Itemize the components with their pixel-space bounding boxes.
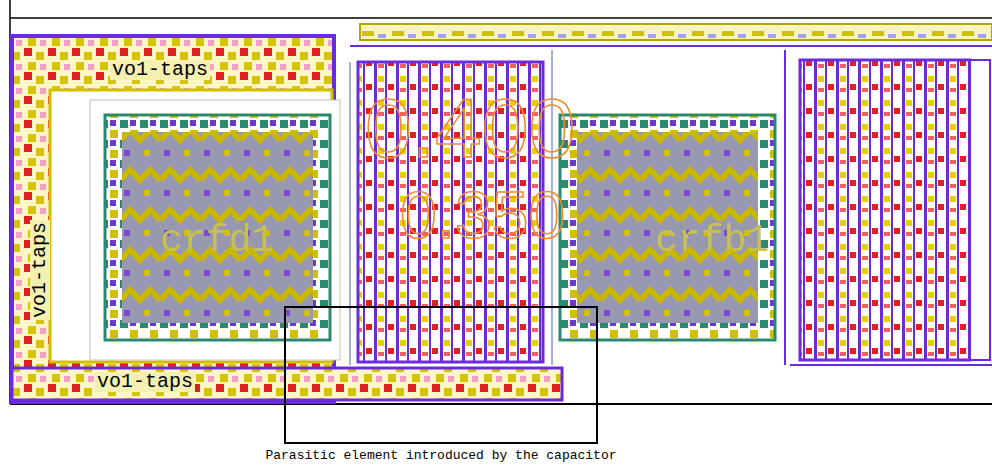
capacitor-name: crfb1 bbox=[655, 222, 769, 260]
dimension-value: 0.350 bbox=[400, 182, 565, 248]
dimension-value: 0.400 bbox=[365, 86, 575, 170]
tap-label: vo1-taps bbox=[110, 60, 210, 80]
capacitor-name: crfd1 bbox=[160, 222, 274, 260]
figure-caption: Parasitic element introduced by the capa… bbox=[265, 449, 616, 462]
tap-label: vo1-taps bbox=[95, 372, 195, 392]
tap-label: vo1-taps bbox=[30, 220, 50, 320]
